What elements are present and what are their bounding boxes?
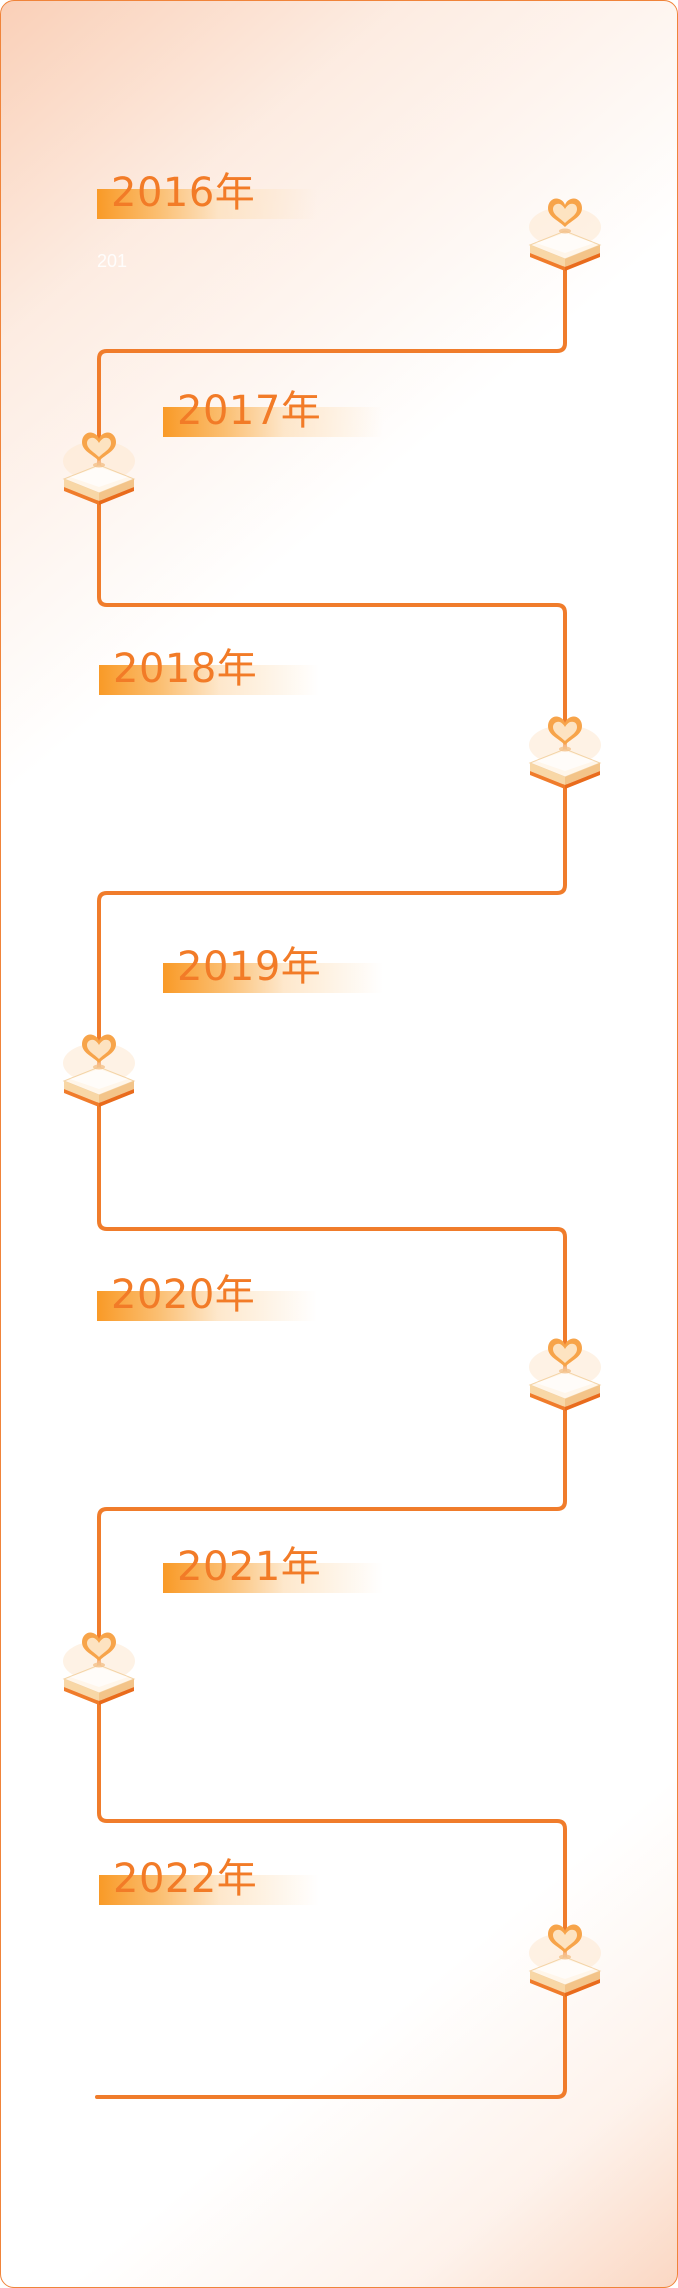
year-label-2022: 2022年 <box>99 1853 329 1913</box>
year-text: 2022年 <box>113 1856 258 1902</box>
heart-gift-box-icon <box>56 1023 142 1113</box>
year-bar <box>163 407 383 437</box>
year-bar <box>97 1291 317 1321</box>
year-text: 2018年 <box>113 646 258 692</box>
heart-gift-box-icon <box>56 1621 142 1711</box>
year-bar <box>99 665 319 695</box>
year-bar <box>97 189 317 219</box>
heart-gift-box-icon <box>522 187 608 277</box>
heart-gift-box-icon <box>522 1913 608 2003</box>
year-label-2019: 2019年 <box>163 941 393 1001</box>
year-text: 2020年 <box>111 1272 256 1318</box>
year-label-2018: 2018年 <box>99 643 329 703</box>
year-bar <box>99 1875 319 1905</box>
heart-gift-box-icon <box>522 705 608 795</box>
year-bar <box>163 1563 383 1593</box>
heart-gift-box-icon <box>56 421 142 511</box>
year-label-2020: 2020年 <box>97 1269 327 1329</box>
year-text: 2016年 <box>111 170 256 216</box>
year-text: 2017年 <box>177 388 322 434</box>
year-text: 2021年 <box>177 1544 322 1590</box>
heart-gift-box-icon <box>522 1327 608 1417</box>
faint-caption: 201 <box>97 251 128 271</box>
year-label-2016: 2016年 <box>97 167 327 227</box>
year-text: 2019年 <box>177 944 322 990</box>
year-label-2017: 2017年 <box>163 385 393 445</box>
year-label-2021: 2021年 <box>163 1541 393 1601</box>
year-bar <box>163 963 383 993</box>
